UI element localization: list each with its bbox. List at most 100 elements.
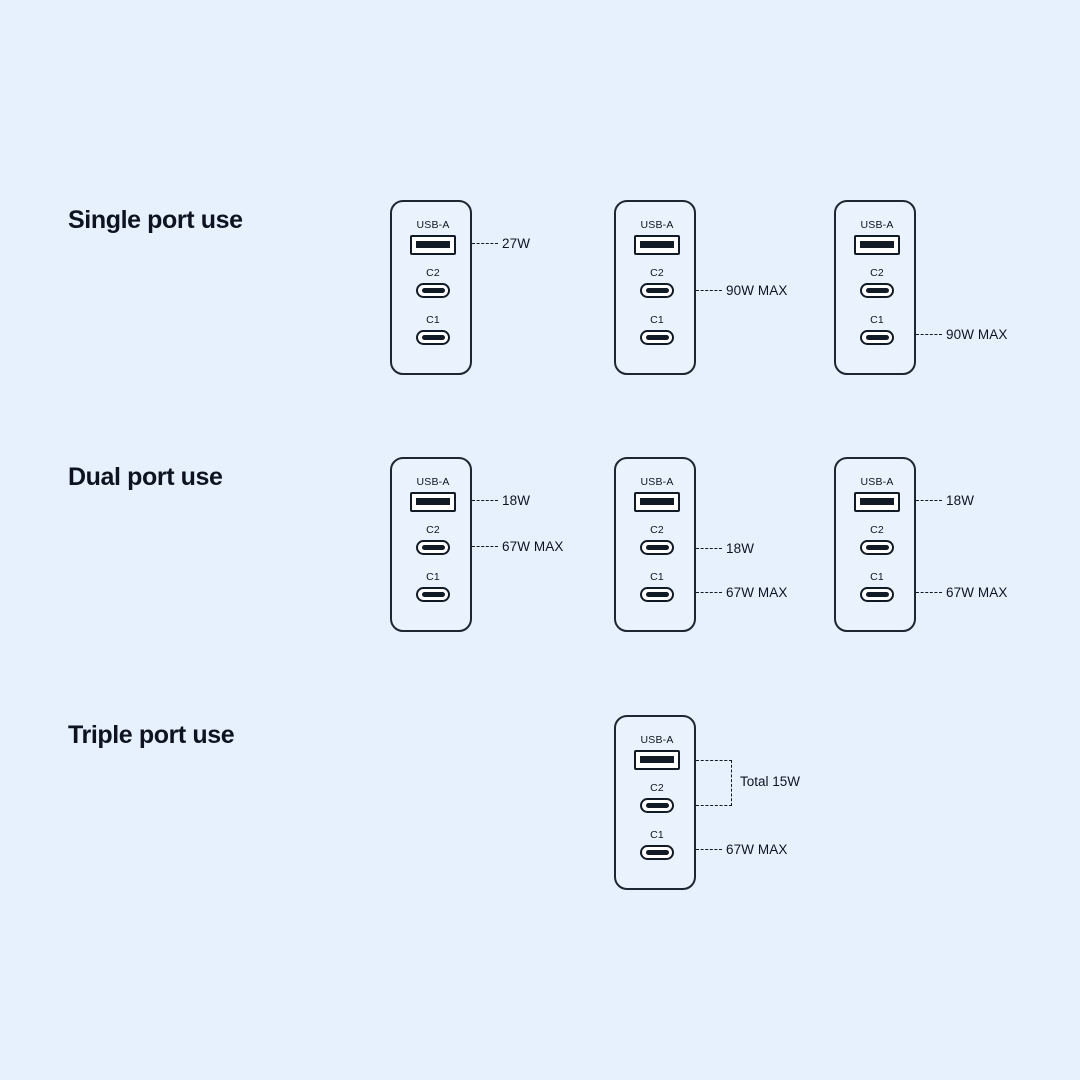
- port-usb-a[interactable]: USB-A: [836, 477, 918, 512]
- port-contact-bar: [865, 334, 889, 340]
- port-c1[interactable]: C1: [616, 572, 698, 602]
- usb-c-port-icon[interactable]: [640, 844, 674, 860]
- usb-c-port-icon[interactable]: [640, 282, 674, 298]
- port-usb-a[interactable]: USB-A: [616, 220, 698, 255]
- port-contact-bar: [640, 756, 674, 763]
- callout-label: 67W MAX: [726, 585, 788, 600]
- usb-c-port-icon[interactable]: [640, 586, 674, 602]
- callout-label: 67W MAX: [726, 842, 788, 857]
- section-title-triple-port-use: Triple port use: [68, 721, 235, 749]
- usb-a-port-icon[interactable]: [410, 491, 456, 512]
- callout-label: 67W MAX: [946, 585, 1008, 600]
- port-contact-bar: [860, 498, 894, 505]
- port-c1[interactable]: C1: [392, 572, 474, 602]
- callout-label: 90W MAX: [726, 283, 788, 298]
- usb-a-port-icon[interactable]: [410, 234, 456, 255]
- port-contact-bar: [416, 241, 450, 248]
- port-c2[interactable]: C2: [836, 268, 918, 298]
- port-c1[interactable]: C1: [616, 315, 698, 345]
- callout-18w: 18W: [696, 541, 754, 556]
- port-label: USB-A: [860, 476, 894, 488]
- port-c1[interactable]: C1: [392, 315, 474, 345]
- usb-c-port-icon[interactable]: [860, 329, 894, 345]
- port-usb-a[interactable]: USB-A: [616, 735, 698, 770]
- port-contact-bar: [421, 287, 445, 293]
- port-c1[interactable]: C1: [836, 572, 918, 602]
- port-usb-a[interactable]: USB-A: [392, 220, 474, 255]
- leader-line: [696, 849, 722, 850]
- callout-67w-max: 67W MAX: [472, 539, 563, 554]
- callout-67w-max: 67W MAX: [696, 842, 787, 857]
- leader-line: [472, 500, 498, 501]
- usb-c-port-icon[interactable]: [860, 586, 894, 602]
- port-label: USB-A: [416, 219, 450, 231]
- port-contact-bar: [421, 544, 445, 550]
- usb-a-port-icon[interactable]: [854, 491, 900, 512]
- port-contact-bar: [645, 334, 669, 340]
- port-contact-bar: [416, 498, 450, 505]
- port-label: USB-A: [416, 476, 450, 488]
- leader-line: [696, 548, 722, 549]
- callout-67w-max: 67W MAX: [916, 585, 1007, 600]
- usb-c-port-icon[interactable]: [416, 282, 450, 298]
- port-contact-bar: [421, 334, 445, 340]
- usb-a-port-icon[interactable]: [634, 491, 680, 512]
- total-bracket-label: Total 15W: [740, 774, 801, 789]
- port-c2[interactable]: C2: [392, 268, 474, 298]
- port-c2[interactable]: C2: [616, 268, 698, 298]
- port-usb-a[interactable]: USB-A: [836, 220, 918, 255]
- port-label: C2: [426, 524, 440, 536]
- port-contact-bar: [645, 849, 669, 855]
- port-contact-bar: [865, 287, 889, 293]
- usb-a-port-icon[interactable]: [634, 234, 680, 255]
- port-c1[interactable]: C1: [836, 315, 918, 345]
- callout-18w: 18W: [916, 493, 974, 508]
- section-title-single-port-use: Single port use: [68, 206, 243, 234]
- usb-c-port-icon[interactable]: [640, 539, 674, 555]
- usb-c-port-icon[interactable]: [860, 282, 894, 298]
- port-label: C2: [650, 782, 664, 794]
- usb-c-port-icon[interactable]: [416, 329, 450, 345]
- port-contact-bar: [860, 241, 894, 248]
- leader-line: [916, 334, 942, 335]
- usb-c-port-icon[interactable]: [640, 329, 674, 345]
- port-label: C2: [870, 267, 884, 279]
- port-c2[interactable]: C2: [836, 525, 918, 555]
- usb-a-port-icon[interactable]: [634, 749, 680, 770]
- port-c2[interactable]: C2: [392, 525, 474, 555]
- port-label: C1: [870, 571, 884, 583]
- usb-c-port-icon[interactable]: [416, 586, 450, 602]
- port-label: USB-A: [860, 219, 894, 231]
- port-contact-bar: [421, 591, 445, 597]
- usb-a-port-icon[interactable]: [854, 234, 900, 255]
- port-contact-bar: [640, 241, 674, 248]
- port-c2[interactable]: C2: [616, 525, 698, 555]
- port-usb-a[interactable]: USB-A: [392, 477, 474, 512]
- section-title-dual-port-use: Dual port use: [68, 463, 223, 491]
- callout-18w: 18W: [472, 493, 530, 508]
- port-label: C1: [650, 314, 664, 326]
- usb-c-port-icon[interactable]: [416, 539, 450, 555]
- callout-90w-max: 90W MAX: [696, 283, 787, 298]
- port-usb-a[interactable]: USB-A: [616, 477, 698, 512]
- port-contact-bar: [645, 591, 669, 597]
- usb-c-port-icon[interactable]: [860, 539, 894, 555]
- callout-label: 18W: [502, 493, 531, 508]
- usb-c-port-icon[interactable]: [640, 797, 674, 813]
- leader-line: [696, 592, 722, 593]
- callout-label: 67W MAX: [502, 539, 564, 554]
- port-contact-bar: [645, 802, 669, 808]
- port-label: C2: [870, 524, 884, 536]
- port-c1[interactable]: C1: [616, 830, 698, 860]
- port-contact-bar: [865, 591, 889, 597]
- port-c2[interactable]: C2: [616, 783, 698, 813]
- port-contact-bar: [640, 498, 674, 505]
- port-contact-bar: [645, 544, 669, 550]
- port-label: C2: [650, 524, 664, 536]
- leader-line: [916, 500, 942, 501]
